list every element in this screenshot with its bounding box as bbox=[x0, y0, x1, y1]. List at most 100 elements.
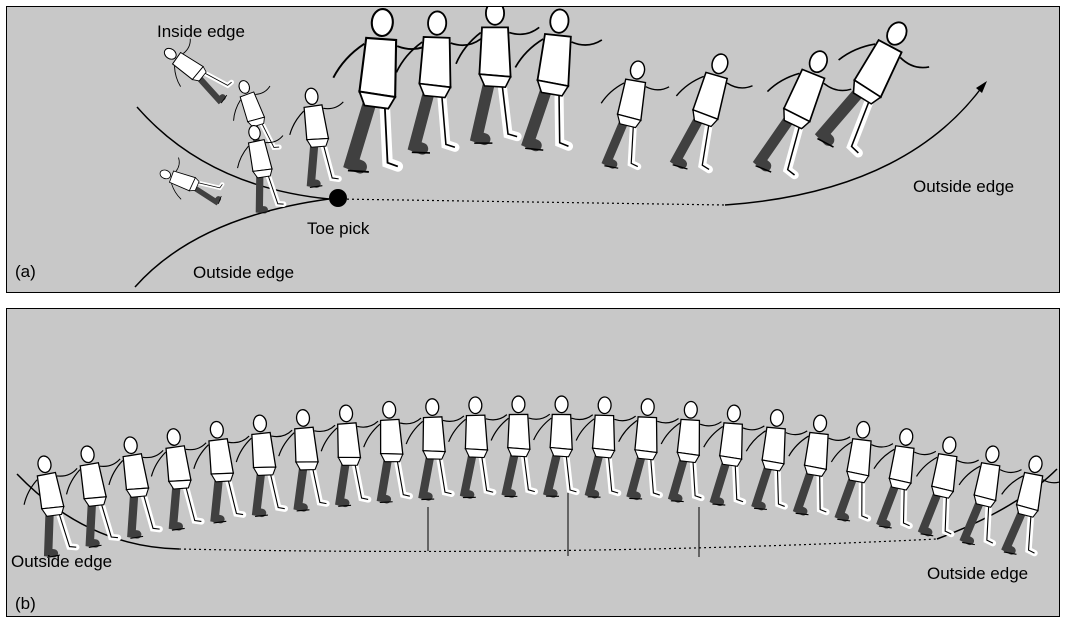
skater-part bbox=[381, 452, 404, 462]
skater-part bbox=[881, 482, 896, 525]
skater-part bbox=[523, 451, 534, 492]
panel-b-tag: (b) bbox=[15, 594, 36, 614]
skater-part bbox=[293, 427, 318, 464]
skater-part bbox=[590, 452, 600, 495]
skater-part bbox=[83, 501, 99, 544]
skater-part bbox=[486, 7, 504, 25]
skater-part bbox=[359, 38, 399, 97]
skater-figure bbox=[591, 56, 673, 174]
skater-part bbox=[379, 419, 403, 455]
skater-part bbox=[306, 142, 321, 184]
skater-part bbox=[671, 501, 684, 502]
skater-part bbox=[351, 97, 371, 167]
skater-part bbox=[889, 446, 916, 484]
skater-part bbox=[641, 399, 655, 416]
skater-figure bbox=[145, 425, 217, 532]
skater-figures-b bbox=[16, 396, 1059, 561]
skater-part bbox=[512, 396, 525, 413]
skater-part bbox=[690, 457, 703, 498]
skater-part bbox=[210, 477, 224, 520]
skater-part bbox=[465, 448, 487, 458]
skater-part bbox=[565, 451, 576, 492]
skater-part bbox=[422, 417, 445, 453]
skater-figure bbox=[491, 396, 551, 497]
skater-part bbox=[553, 88, 574, 147]
skater-figure bbox=[153, 31, 241, 111]
skater-part bbox=[252, 470, 266, 513]
skater-figure bbox=[102, 432, 176, 540]
flight-path-dotted bbox=[179, 539, 937, 551]
skater-part bbox=[617, 79, 647, 121]
skater-figure bbox=[991, 451, 1059, 561]
skater-part bbox=[677, 419, 701, 455]
panel-a: Inside edge Toe pick Outside edge Outsid… bbox=[6, 6, 1060, 293]
panel-a-tag: (a) bbox=[15, 262, 36, 282]
skater-part bbox=[415, 89, 430, 149]
skater-part bbox=[899, 428, 914, 446]
skater-part bbox=[247, 139, 272, 173]
skater-part bbox=[78, 462, 106, 500]
skater-part bbox=[296, 409, 310, 427]
skater-part bbox=[714, 459, 726, 502]
direction-arrow bbox=[976, 81, 987, 93]
skater-part bbox=[477, 79, 490, 139]
skater-part bbox=[421, 454, 432, 497]
skater-part bbox=[125, 492, 141, 535]
skater-figure bbox=[232, 412, 301, 518]
inside-edge-curve bbox=[137, 107, 329, 199]
skater-part bbox=[302, 105, 328, 142]
skater-figure bbox=[318, 403, 384, 507]
flight-path-dotted bbox=[337, 199, 725, 205]
skater-part bbox=[168, 484, 183, 527]
skater-part bbox=[336, 423, 361, 459]
skater-part bbox=[506, 451, 516, 493]
outside-edge-label-left: Outside edge bbox=[11, 552, 112, 572]
skater-part bbox=[798, 469, 812, 512]
skater-part bbox=[774, 465, 789, 506]
skater-part bbox=[732, 461, 746, 502]
skater-part bbox=[508, 448, 530, 457]
skater-part bbox=[684, 401, 698, 418]
skater-figure bbox=[394, 10, 482, 155]
skater-figure bbox=[658, 45, 759, 180]
skater-part bbox=[252, 173, 267, 211]
skater-figure bbox=[284, 84, 355, 189]
outside-edge-label-left: Outside edge bbox=[193, 263, 294, 283]
skater-figure bbox=[700, 403, 766, 507]
skater-part bbox=[502, 79, 518, 136]
skater-part bbox=[528, 85, 547, 146]
skater-part bbox=[379, 457, 391, 500]
skater-part bbox=[857, 477, 873, 519]
skater-part bbox=[856, 421, 871, 439]
skater-part bbox=[839, 475, 853, 518]
toe-pick-label: Toe pick bbox=[307, 219, 369, 239]
skater-part bbox=[549, 9, 570, 34]
skater-part bbox=[464, 452, 474, 495]
panel-b-drawing bbox=[7, 309, 1059, 616]
skater-part bbox=[428, 11, 447, 35]
skater-part bbox=[762, 427, 787, 464]
skater-part bbox=[337, 460, 349, 503]
skater-figure bbox=[448, 396, 509, 498]
skater-figure bbox=[230, 120, 298, 216]
skater-part bbox=[696, 119, 722, 169]
skater-part bbox=[804, 432, 830, 469]
skater-part bbox=[423, 450, 445, 460]
skater-part bbox=[80, 445, 96, 464]
skater-part bbox=[380, 99, 403, 166]
skater-part bbox=[1028, 455, 1044, 474]
skater-figure bbox=[188, 418, 259, 525]
skater-part bbox=[727, 405, 741, 422]
skater-part bbox=[37, 455, 53, 474]
skater-part bbox=[631, 453, 642, 496]
skater-part bbox=[479, 27, 510, 76]
skater-part bbox=[931, 454, 958, 492]
skater-part bbox=[41, 511, 58, 554]
skater-figure bbox=[154, 153, 229, 211]
panel-b: Outside edge Outside edge (b) bbox=[6, 308, 1060, 617]
skater-figures-a bbox=[153, 7, 941, 216]
panel-a-drawing bbox=[7, 7, 1059, 292]
skater-figure bbox=[616, 398, 679, 501]
outside-edge-label-right: Outside edge bbox=[927, 564, 1028, 584]
skater-part bbox=[166, 428, 181, 446]
